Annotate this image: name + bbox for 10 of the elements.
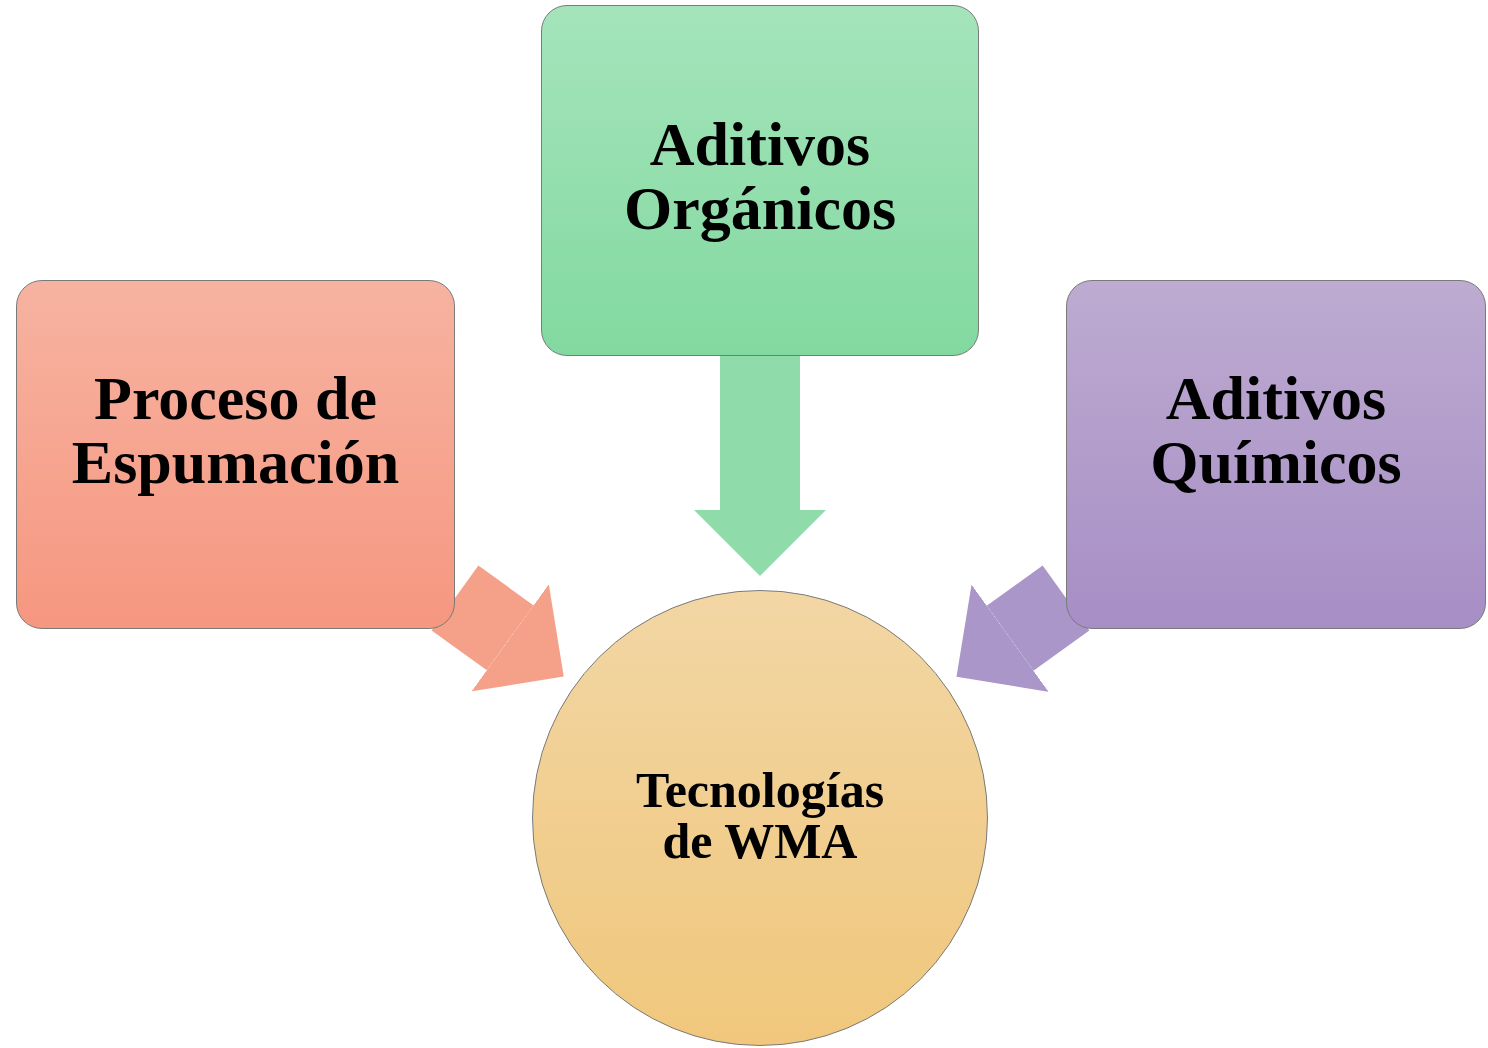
rounded-box	[1066, 280, 1486, 629]
rounded-box	[16, 280, 455, 629]
rounded-box	[541, 5, 979, 356]
node-label: Proceso de Espumación	[70, 367, 401, 494]
node-label: Tecnologías de WMA	[634, 765, 886, 867]
node-label: Aditivos Orgánicos	[622, 113, 898, 240]
block-arrow	[956, 565, 1090, 692]
block-arrow	[694, 356, 826, 576]
node-label: Aditivos Químicos	[1149, 367, 1403, 494]
block-arrow	[431, 565, 564, 692]
